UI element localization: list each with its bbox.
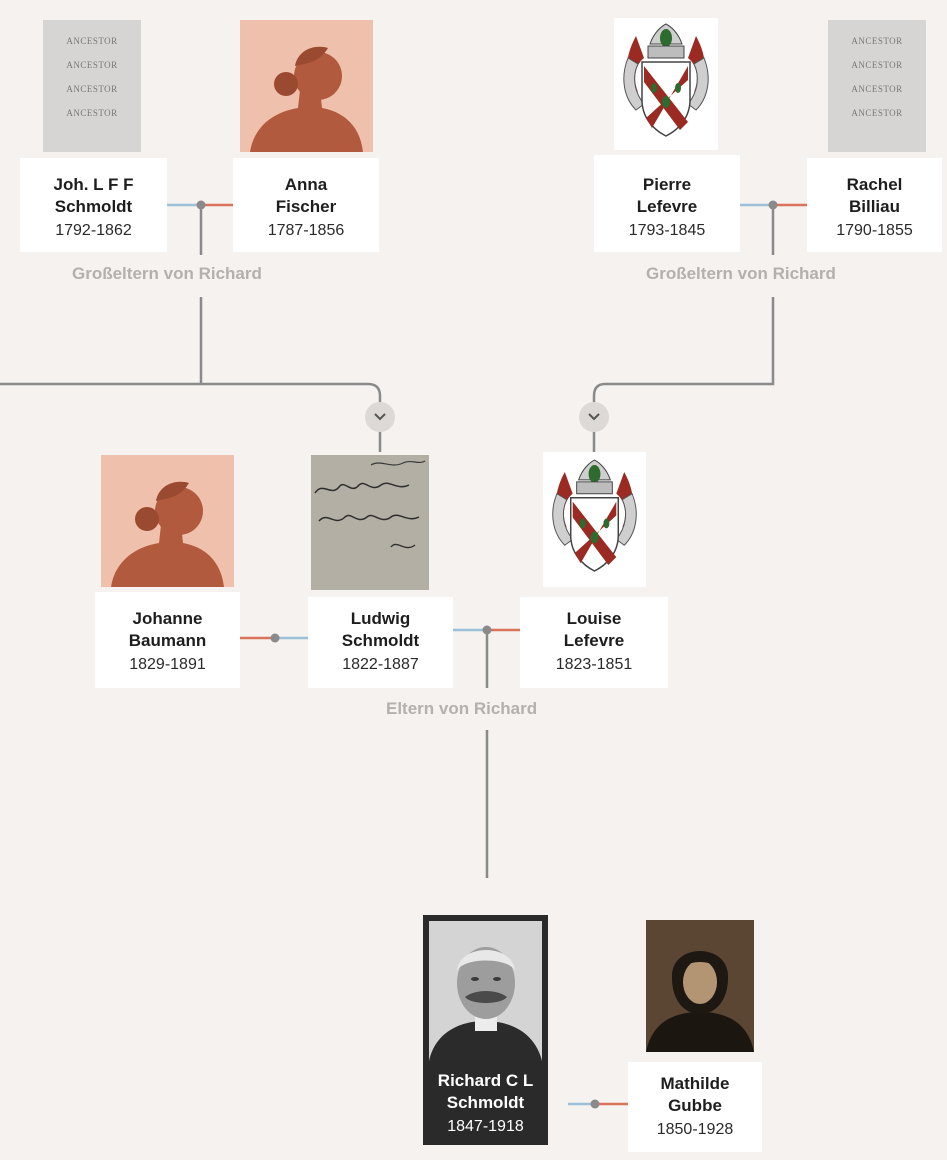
person-card-ludwig-schmoldt[interactable]: Ludwig Schmoldt 1822-1887 (308, 597, 453, 688)
group-label-parents: Eltern von Richard (386, 699, 538, 718)
placeholder-text: ANCESTOR (66, 60, 118, 70)
female-silhouette-icon (111, 481, 224, 587)
person-years: 1792-1862 (55, 222, 132, 239)
group-label-maternal-grandparents: Großeltern von Richard (646, 264, 836, 283)
person-surname: Baumann (128, 631, 207, 650)
person-card-richard-schmoldt[interactable]: Richard C L Schmoldt 1847-1918 (423, 915, 548, 1145)
person-surname: Lefevre (636, 197, 698, 216)
person-name: Joh. L F F (53, 175, 134, 194)
person-card-rachel-billiau[interactable]: Rachel Billiau 1790-1855 (807, 158, 942, 252)
ancestor-placeholder: ANCESTOR ANCESTOR ANCESTOR ANCESTOR (43, 20, 141, 152)
person-card-pierre-lefevre[interactable]: Pierre Lefevre 1793-1845 (594, 155, 740, 252)
person-card-anna-fischer[interactable]: Anna Fischer 1787-1856 (233, 158, 379, 252)
person-name: Mathilde (660, 1074, 730, 1093)
person-years: 1790-1855 (836, 222, 913, 239)
group-label-paternal-grandparents: Großeltern von Richard (72, 264, 262, 283)
placeholder-text: ANCESTOR (851, 108, 903, 118)
coat-of-arms-icon (552, 459, 637, 572)
ancestor-placeholder-image[interactable]: ANCESTOR ANCESTOR ANCESTOR ANCESTOR (828, 20, 926, 152)
female-silhouette-icon (250, 46, 363, 152)
person-years: 1847-1918 (447, 1118, 524, 1135)
female-silhouette-image[interactable] (240, 20, 373, 152)
person-surname: Schmoldt (446, 1093, 525, 1112)
person-card-joh-schmoldt[interactable]: Joh. L F F Schmoldt 1792-1862 (20, 158, 167, 252)
person-surname: Fischer (275, 197, 337, 216)
person-surname: Schmoldt (54, 197, 133, 216)
female-silhouette-image[interactable] (101, 455, 234, 587)
ancestor-placeholder: ANCESTOR ANCESTOR ANCESTOR ANCESTOR (828, 20, 926, 152)
person-surname: Schmoldt (341, 631, 420, 650)
expand-branch-button-louise[interactable] (579, 402, 609, 432)
placeholder-text: ANCESTOR (851, 36, 903, 46)
coat-of-arms-icon (623, 23, 709, 137)
person-name: Rachel (846, 175, 903, 194)
person-surname: Billiau (848, 197, 900, 216)
handwritten-document-icon (311, 455, 429, 590)
person-card-louise-lefevre[interactable]: Louise Lefevre 1823-1851 (520, 597, 668, 688)
portrait-photo-icon (646, 920, 754, 1052)
person-name: Johanne (132, 609, 203, 628)
person-years: 1787-1856 (267, 222, 345, 239)
portrait-photo-richard (429, 921, 542, 1061)
person-years: 1829-1891 (129, 656, 206, 673)
portrait-photo-mathilde[interactable] (646, 920, 754, 1052)
person-years: 1822-1887 (342, 656, 419, 673)
person-years: 1823-1851 (555, 656, 633, 673)
expand-branch-button-ludwig[interactable] (365, 402, 395, 432)
coat-of-arms-image[interactable] (543, 452, 646, 587)
placeholder-text: ANCESTOR (66, 84, 118, 94)
person-name: Ludwig (350, 609, 411, 628)
person-card-mathilde-gubbe[interactable]: Mathilde Gubbe 1850-1928 (628, 1062, 762, 1152)
chevron-down-icon (588, 413, 600, 421)
placeholder-text: ANCESTOR (66, 36, 118, 46)
ancestor-placeholder-image[interactable]: ANCESTOR ANCESTOR ANCESTOR ANCESTOR (43, 20, 141, 152)
placeholder-text: ANCESTOR (66, 108, 118, 118)
person-surname: Gubbe (668, 1096, 722, 1115)
person-years: 1850-1928 (656, 1121, 734, 1138)
person-name: Louise (566, 609, 622, 628)
person-name: Richard C L (437, 1071, 534, 1090)
person-name: Pierre (642, 175, 692, 194)
person-years: 1793-1845 (628, 222, 706, 239)
handwritten-document-image[interactable] (311, 455, 429, 590)
chevron-down-icon (374, 413, 386, 421)
coat-of-arms-image[interactable] (614, 18, 718, 150)
person-name: Anna (284, 175, 328, 194)
person-text: Richard C L Schmoldt 1847-1918 (423, 1070, 548, 1138)
person-card-johanne-baumann[interactable]: Johanne Baumann 1829-1891 (95, 592, 240, 688)
placeholder-text: ANCESTOR (851, 84, 903, 94)
person-surname: Lefevre (563, 631, 625, 650)
placeholder-text: ANCESTOR (851, 60, 903, 70)
portrait-photo-icon (429, 921, 542, 1061)
